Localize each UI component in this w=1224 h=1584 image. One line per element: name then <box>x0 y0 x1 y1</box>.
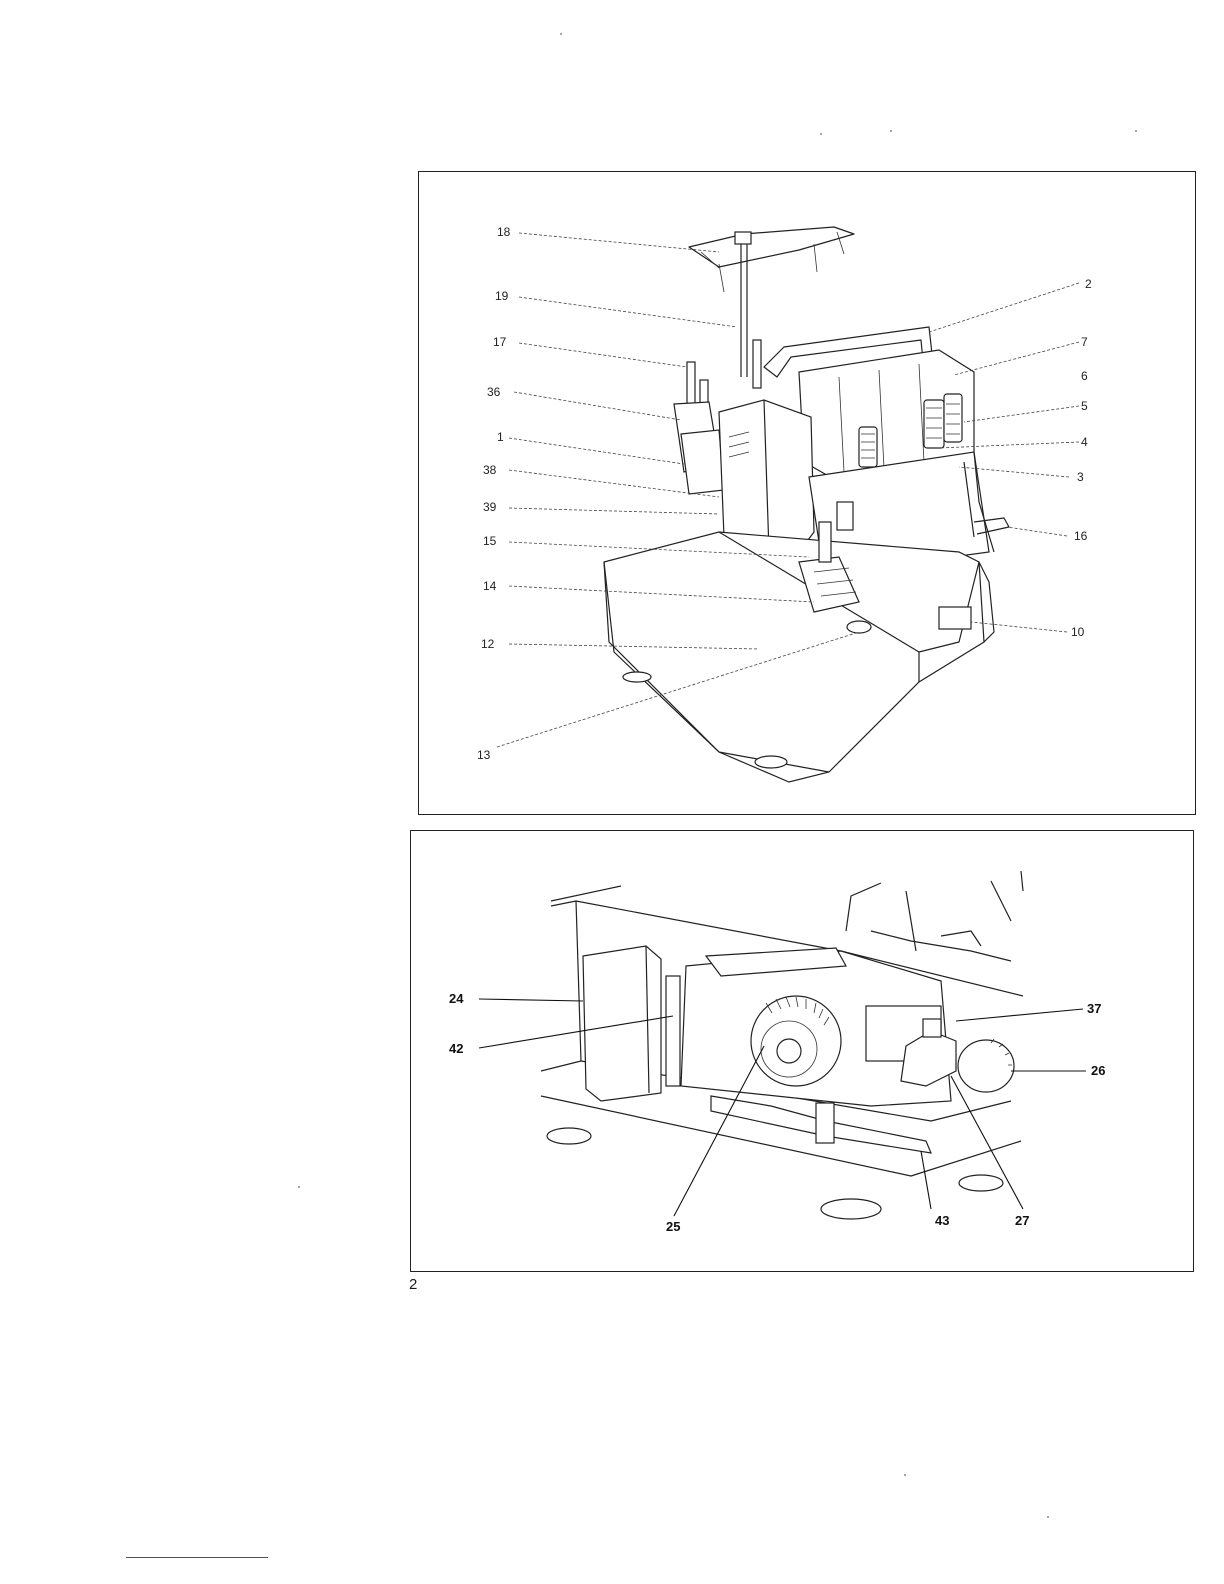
callout-38: 38 <box>483 463 497 477</box>
slot <box>666 976 680 1086</box>
foot-left <box>623 672 651 682</box>
figure-panel-machine-side: 24 42 25 43 27 37 26 <box>410 830 1194 1272</box>
machine-front-illustration: 18 19 17 36 1 38 39 15 14 12 13 2 7 6 5 … <box>419 172 1195 814</box>
callout-17: 17 <box>493 335 507 349</box>
side-block <box>583 946 661 1101</box>
scan-speck <box>890 130 892 132</box>
callout-37: 37 <box>1087 1001 1101 1016</box>
scan-speck <box>298 1186 300 1188</box>
callout-13: 13 <box>477 748 491 762</box>
scan-speck <box>904 1474 906 1476</box>
page-number: 2 <box>409 1276 417 1293</box>
scan-speck <box>560 33 562 35</box>
scan-speck <box>1047 1516 1049 1518</box>
upper-mechanism <box>846 871 1023 961</box>
callout-18: 18 <box>497 225 511 239</box>
callout-4: 4 <box>1081 435 1088 449</box>
callout-7: 7 <box>1081 335 1088 349</box>
callout-6: 6 <box>1081 369 1088 383</box>
foot-front <box>755 756 787 768</box>
callout-3: 3 <box>1077 470 1084 484</box>
footer-rule <box>126 1557 268 1558</box>
thread-stand <box>689 227 854 377</box>
callout-36: 36 <box>487 385 501 399</box>
callout-14: 14 <box>483 579 497 593</box>
scan-speck <box>1135 130 1137 132</box>
callout-2: 2 <box>1085 277 1092 291</box>
callout-10: 10 <box>1071 625 1085 639</box>
handwheel <box>751 996 841 1086</box>
machine-side-illustration: 24 42 25 43 27 37 26 <box>411 831 1193 1271</box>
callout-1: 1 <box>497 430 504 444</box>
callout-24: 24 <box>449 991 464 1006</box>
callout-42: 42 <box>449 1041 463 1056</box>
scan-speck <box>820 133 822 135</box>
callout-15: 15 <box>483 534 497 548</box>
callout-19: 19 <box>495 289 509 303</box>
figure-panel-machine-front: 18 19 17 36 1 38 39 15 14 12 13 2 7 6 5 … <box>418 171 1196 815</box>
callout-25: 25 <box>666 1219 680 1234</box>
callout-26: 26 <box>1091 1063 1105 1078</box>
lever-clip <box>816 1103 834 1143</box>
callout-12: 12 <box>481 637 495 651</box>
callout-16: 16 <box>1074 529 1088 543</box>
callout-27: 27 <box>1015 1213 1029 1228</box>
callout-39: 39 <box>483 500 497 514</box>
callout-5: 5 <box>1081 399 1088 413</box>
callout-43: 43 <box>935 1213 949 1228</box>
